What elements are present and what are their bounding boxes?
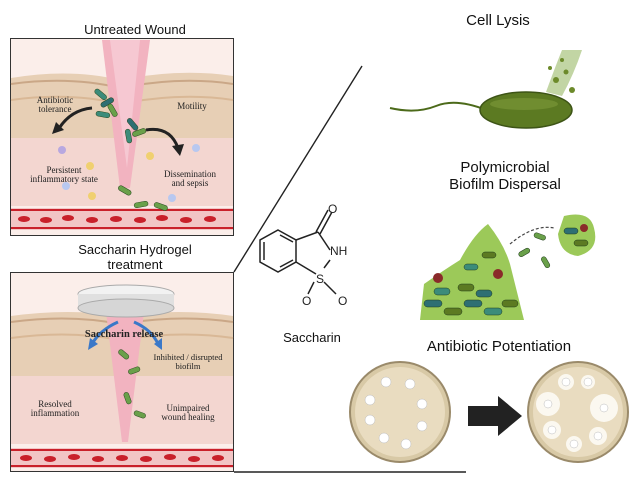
antibiotic-plates <box>338 360 638 470</box>
label-line: Unimpaired <box>166 403 210 413</box>
untreated-wound-title: Untreated Wound <box>84 22 186 37</box>
untreated-wound-panel <box>10 38 234 236</box>
resolved-inflammation-label: Resolved inflammation <box>20 399 90 419</box>
motility-label: Motility <box>177 101 207 111</box>
label-line: wound healing <box>161 412 215 423</box>
atom-nh: NH <box>330 244 348 258</box>
saccharin-label: Saccharin <box>283 330 341 345</box>
label-line: Persistent <box>46 165 82 175</box>
cell-lysis-title: Cell Lysis <box>466 12 530 29</box>
label-line: biofilm <box>175 360 201 371</box>
atom-o-left: O <box>302 294 312 308</box>
title-line: Polymicrobial <box>460 159 550 176</box>
antibiotic-tolerance-label: Antibiotic tolerance <box>20 95 90 115</box>
title-line: treatment <box>107 256 163 272</box>
inhibited-biofilm-label: Inhibited / disrupted biofilm <box>140 353 236 371</box>
label-line: inflammation <box>30 408 80 419</box>
atom-s: S <box>316 272 325 286</box>
biofilm-dispersal-title: Polymicrobial Biofilm Dispersal <box>430 159 580 193</box>
saccharin-release-label: Saccharin release <box>84 329 164 340</box>
atom-o-right: O <box>338 294 348 308</box>
cell-lysis-illustration <box>386 40 586 150</box>
label-line: Inhibited / disrupted <box>153 352 223 362</box>
label-line: inflammatory state <box>30 174 98 185</box>
biofilm-illustration <box>414 204 604 324</box>
antibiotic-potentiation-title: Antibiotic Potentiation <box>426 338 572 355</box>
treatment-title: Saccharin Hydrogel treatment <box>50 242 220 273</box>
atom-o-top: O <box>328 202 338 216</box>
saccharin-structure <box>238 190 378 330</box>
treatment-panel <box>10 272 234 472</box>
label-line: and sepsis <box>171 178 209 189</box>
unimpaired-healing-label: Unimpaired wound healing <box>148 403 228 423</box>
label-line: tolerance <box>38 104 72 115</box>
persistent-inflammatory-label: Persistent inflammatory state <box>18 165 110 185</box>
title-line: Saccharin Hydrogel <box>78 242 192 257</box>
title-line: Biofilm Dispersal <box>449 175 561 193</box>
label-line: Dissemination <box>164 169 216 179</box>
dissemination-sepsis-label: Dissemination and sepsis <box>150 169 230 189</box>
label-line: Resolved <box>38 399 72 409</box>
label-line: Antibiotic <box>36 95 74 105</box>
